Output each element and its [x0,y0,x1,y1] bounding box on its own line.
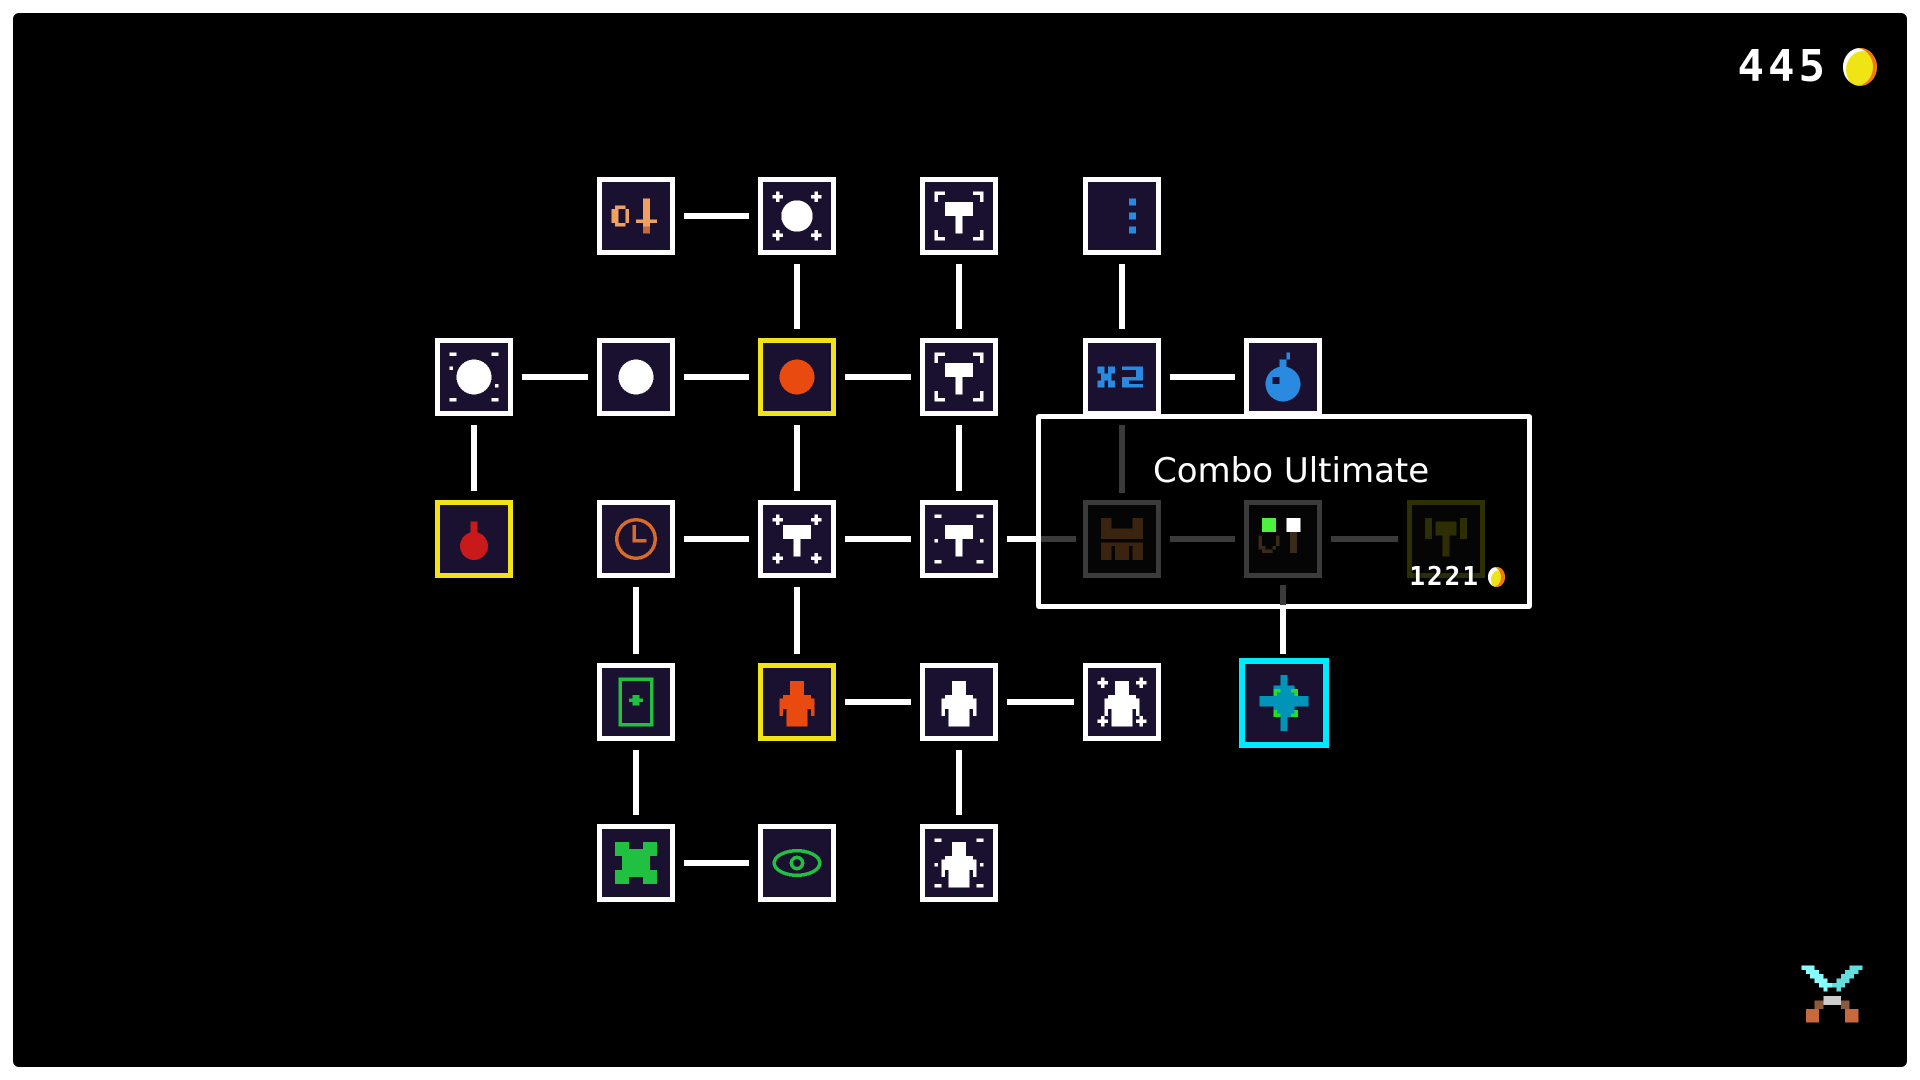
upgrade-node-dotted-hammer[interactable] [920,500,998,578]
bomb-icon [1265,352,1301,402]
clock-icon [615,518,657,560]
connector-line [1280,587,1286,654]
hammer-corners-icon [934,352,984,402]
connector-line [845,536,911,542]
connector-line [1170,536,1235,542]
orb-icon [618,359,654,395]
upgrade-node-eye[interactable] [758,824,836,902]
upgrade-node-sparkle-hammer[interactable] [758,500,836,578]
connector-line [471,425,477,491]
connector-line [845,374,911,380]
upgrade-node-hammer-corners[interactable] [920,177,998,255]
upgrade-node-health-card[interactable] [597,663,675,741]
connector-line [522,374,588,380]
connector-line [684,860,749,866]
upgrade-node-combo-ultimate[interactable] [1244,500,1322,578]
upgrade-node-dotted-orb[interactable] [435,338,513,416]
cyan-star-icon [1259,675,1309,731]
upgrade-node-cyan-star-selected[interactable] [1239,658,1329,748]
connector-line [794,264,800,329]
sparkle-orb-icon [772,191,822,241]
connector-line [684,213,749,219]
dotted-hammer-icon [934,514,984,564]
connector-line [1119,425,1125,493]
upgrade-node-orange-orb[interactable] [758,338,836,416]
red-potion-icon [460,521,488,560]
price-value: 1221 [1409,562,1480,592]
connector-line [633,587,639,654]
hammer-corners-icon [934,191,984,241]
upgrade-node-sparkle-orb[interactable] [758,177,836,255]
upgrade-node-dotted-person[interactable] [920,824,998,902]
currency-display: 445 [1738,41,1877,92]
upgrade-node-sparkle-person[interactable] [1083,663,1161,741]
upgrade-node-ammo-bar[interactable] [1083,177,1161,255]
upgrade-node-x2[interactable] [1083,338,1161,416]
connector-line [956,425,962,491]
upgrade-node-clock[interactable] [597,500,675,578]
connector-line [794,587,800,654]
clover-icon [615,842,657,884]
percent-sword-icon [611,198,657,234]
upgrade-node-chest-locked[interactable] [1083,500,1161,578]
olive-hammer-icon [1425,518,1467,557]
connector-line [794,425,800,491]
tooltip-price: 1221 [1409,562,1505,592]
connector-line [1119,264,1125,329]
health-card-icon [618,677,654,727]
connector-line [1280,585,1286,605]
upgrade-node-orb[interactable] [597,338,675,416]
upgrade-node-olive-hammer-locked[interactable] [1407,500,1485,578]
orange-person-icon [779,681,815,727]
dotted-person-icon [934,838,984,888]
connector-line [956,750,962,815]
tooltip-title: Combo Ultimate [1153,451,1430,491]
upgrade-node-red-potion[interactable] [435,500,513,578]
currency-value: 445 [1737,41,1829,92]
connector-line [1331,536,1398,542]
connector-line [845,699,911,705]
upgrade-node-percent-sword[interactable] [597,177,675,255]
connector-line [1170,374,1235,380]
x2-icon [1097,366,1143,388]
eye-icon [772,849,822,877]
person-icon [941,681,977,727]
upgrade-node-hammer-corners-2[interactable] [920,338,998,416]
upgrade-node-clover[interactable] [597,824,675,902]
combo-icon [1258,518,1301,553]
connector-line [633,750,639,815]
upgrade-node-person[interactable] [920,663,998,741]
connector-line [1041,536,1076,542]
ammo-bar-icon [1129,198,1136,234]
coin-icon [1843,47,1877,86]
orange-orb-icon [779,359,815,395]
connector-line [684,374,749,380]
chest-icon [1101,518,1143,560]
upgrade-node-bomb[interactable] [1244,338,1322,416]
upgrade-node-orange-person[interactable] [758,663,836,741]
connector-line [1007,699,1074,705]
sparkle-hammer-icon [772,514,822,564]
connector-line [684,536,749,542]
connector-line [956,264,962,329]
coin-icon [1488,567,1505,587]
sparkle-person-icon [1097,677,1147,727]
dotted-orb-icon [449,352,499,402]
crossed-swords-icon[interactable] [1797,961,1867,1031]
